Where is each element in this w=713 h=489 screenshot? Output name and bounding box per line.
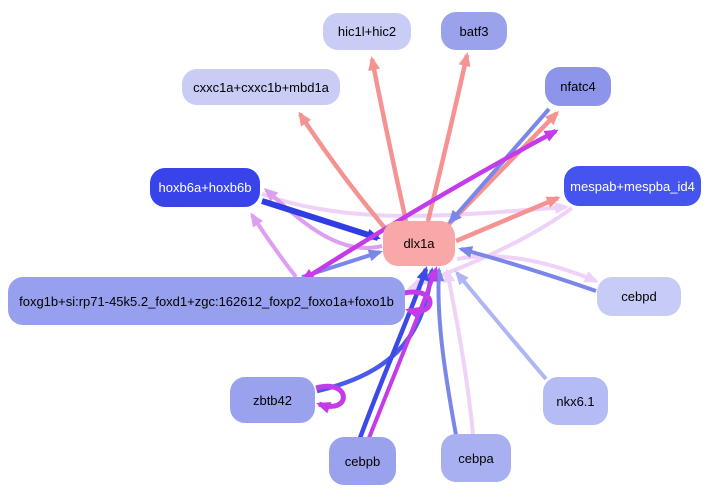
node-dlx1a[interactable]: dlx1a (383, 221, 455, 266)
node-cebpb[interactable]: cebpb (329, 437, 396, 485)
node-hic1l_hic2[interactable]: hic1l+hic2 (323, 13, 411, 50)
node-hoxb6a[interactable]: hoxb6a+hoxb6b (150, 168, 260, 207)
edge-cebpa-dlx1a-1[interactable] (432, 267, 458, 436)
edge-dlx1a-batf3[interactable] (425, 52, 471, 222)
edge-foxg1b-hoxb6a[interactable] (250, 212, 298, 279)
node-mespab[interactable]: mespab+mespba_id4 (564, 166, 701, 206)
node-cxxc1a[interactable]: cxxc1a+cxxc1b+mbd1a (182, 69, 340, 105)
node-zbtb42[interactable]: zbtb42 (230, 377, 315, 423)
node-foxg1b[interactable]: foxg1b+si:rp71-45k5.2_foxd1+zgc:162612_f… (8, 277, 405, 325)
edge-cebpa-dlx1a-2[interactable] (443, 268, 475, 436)
node-batf3[interactable]: batf3 (441, 12, 507, 50)
edge-nfatc4-foxg1b[interactable] (300, 129, 559, 282)
edge-foxg1b-loop[interactable] (403, 289, 433, 319)
edge-dlx1a-hic1l[interactable] (368, 56, 409, 222)
edge-cebpb-dlx1a-1[interactable] (357, 266, 429, 439)
node-nfatc4[interactable]: nfatc4 (545, 67, 611, 106)
edge-nkx61-dlx1a[interactable] (455, 270, 548, 381)
edge-cebpb-dlx1a-2[interactable] (367, 266, 438, 439)
edge-zbtb42-loop[interactable] (315, 383, 346, 414)
node-cebpa[interactable]: cebpa (441, 434, 511, 482)
node-cebpd[interactable]: cebpd (597, 277, 681, 316)
node-nkx6_1[interactable]: nkx6.1 (543, 377, 608, 425)
edge-nfatc4-dlx1a[interactable] (448, 107, 551, 225)
edge-dlx1a-mespab[interactable] (455, 195, 561, 244)
edge-cebpd-dlx1a[interactable] (458, 246, 597, 293)
